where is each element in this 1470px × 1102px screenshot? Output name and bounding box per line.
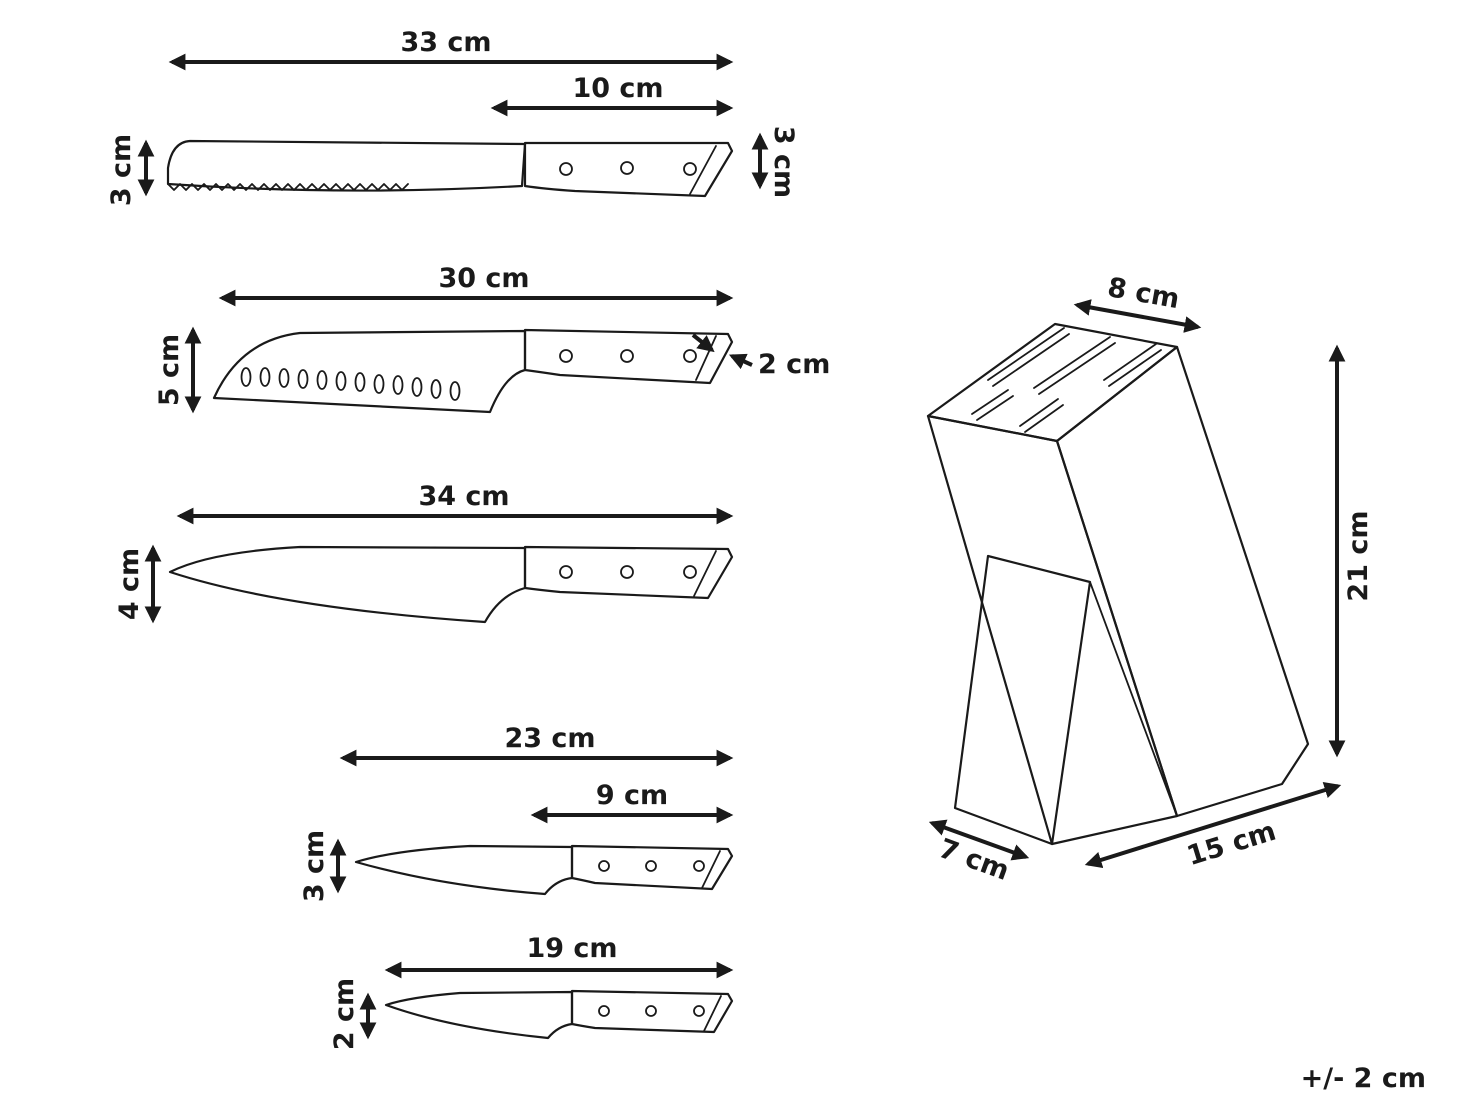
chef-knife: 34 cm 4 cm	[114, 481, 734, 624]
block-depth-arrow	[928, 819, 1030, 861]
santoku-length-label: 30 cm	[438, 263, 529, 294]
santoku-handle-thickness-arrow	[728, 353, 753, 370]
block-front-face	[926, 414, 1179, 846]
chef-blade-height-label: 4 cm	[114, 548, 145, 620]
paring-handle-bolster	[703, 995, 722, 1032]
chef-handle	[523, 545, 734, 600]
block-length-arrow	[1084, 781, 1342, 869]
santoku-rivet	[683, 349, 697, 363]
bread-handle-height-label: 3 cm	[768, 126, 799, 198]
utility-handle	[570, 844, 734, 891]
santoku-handle-bolster	[695, 335, 717, 381]
utility-blade-height-label: 3 cm	[299, 830, 330, 902]
paring-length-label: 19 cm	[526, 933, 617, 964]
paring-blade	[384, 990, 574, 1040]
tolerance-note: +/- 2 cm	[1300, 1063, 1426, 1094]
utility-knife: 23 cm 9 cm 3 cm	[299, 723, 734, 902]
bread-length-label: 33 cm	[400, 27, 491, 58]
utility-rivet	[693, 860, 705, 872]
block-depth-label: 7 cm	[935, 833, 1014, 887]
santoku-knife: 30 cm 5 cm 2 cm	[154, 263, 830, 414]
block-stand	[953, 554, 1092, 846]
chef-rivet	[620, 565, 634, 579]
bread-handle-label: 10 cm	[572, 73, 663, 104]
paring-rivet	[645, 1005, 657, 1017]
bread-blade-height-label: 3 cm	[106, 134, 137, 206]
santoku-handle	[523, 328, 734, 385]
block-stand-edge	[1089, 581, 1178, 817]
block-slots	[971, 327, 1162, 433]
santoku-dimples	[240, 367, 461, 401]
block-side-face	[1055, 345, 1310, 818]
chef-length-label: 34 cm	[418, 481, 509, 512]
paring-knife: 19 cm 2 cm	[329, 933, 734, 1050]
paring-handle	[570, 989, 734, 1034]
block-top-width-arrow	[1073, 299, 1202, 333]
bread-blade	[166, 139, 527, 192]
bread-serration	[167, 183, 409, 191]
block-height-label: 21 cm	[1343, 510, 1374, 601]
chef-rivet	[683, 565, 697, 579]
bread-knife: 33 cm 10 cm 3 cm 3 cm	[106, 27, 799, 206]
santoku-blade	[212, 329, 527, 414]
chef-handle-bolster	[693, 550, 717, 597]
bread-rivet	[559, 162, 573, 176]
utility-handle-label: 9 cm	[596, 780, 668, 811]
utility-rivet	[598, 860, 610, 872]
block-length-label: 15 cm	[1183, 816, 1279, 872]
chef-rivet	[559, 565, 573, 579]
paring-blade-height-label: 2 cm	[329, 978, 360, 1050]
utility-rivet	[645, 860, 657, 872]
santoku-handle-thickness-arrow	[691, 333, 715, 353]
knife-block: 8 cm 21 cm 7 cm 15 cm	[926, 272, 1374, 887]
block-top-face	[926, 322, 1179, 443]
utility-handle-bolster	[701, 850, 721, 889]
santoku-handle-thickness-label: 2 cm	[758, 349, 830, 380]
santoku-rivet	[620, 349, 634, 363]
bread-rivet	[683, 162, 697, 176]
bread-handle-bolster	[689, 145, 717, 195]
santoku-blade-height-label: 5 cm	[154, 334, 185, 406]
santoku-rivet	[559, 349, 573, 363]
paring-rivet	[598, 1005, 610, 1017]
block-top-width-label: 8 cm	[1105, 272, 1182, 315]
bread-handle	[523, 141, 734, 198]
chef-blade	[168, 545, 527, 624]
utility-length-label: 23 cm	[504, 723, 595, 754]
paring-rivet	[693, 1005, 705, 1017]
utility-blade	[354, 844, 574, 896]
bread-rivet	[620, 161, 634, 175]
